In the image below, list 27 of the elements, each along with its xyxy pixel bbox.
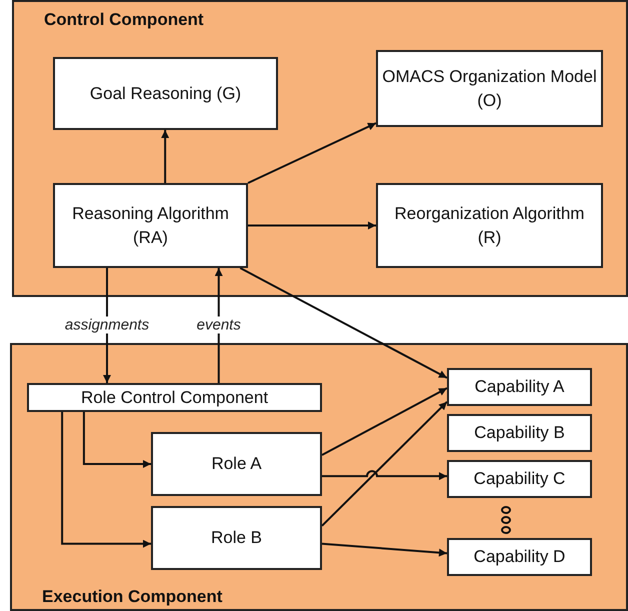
component-panel xyxy=(10,343,628,611)
process-box: Goal Reasoning (G) xyxy=(53,57,278,130)
arrow xyxy=(161,130,170,183)
process-box: Capability A xyxy=(447,368,592,406)
process-box: Reasoning Algorithm (RA) xyxy=(53,183,248,268)
control-bar: Role Control Component xyxy=(27,383,322,412)
process-box: Capability B xyxy=(447,414,592,452)
process-box: Reorganization Algorithm (R) xyxy=(376,183,603,268)
arrow xyxy=(61,412,151,548)
edge-label: events xyxy=(194,316,243,334)
arrow xyxy=(322,387,448,456)
component-panel xyxy=(12,0,628,297)
arrow xyxy=(322,470,447,480)
process-box: Capability C xyxy=(447,460,592,498)
arrow xyxy=(248,222,376,230)
process-box: Capability D xyxy=(447,538,592,576)
process-box: Role A xyxy=(151,432,322,496)
panel-heading: Execution Component xyxy=(42,587,222,607)
process-box: OMACS Organization Model (O) xyxy=(376,50,603,127)
arrow xyxy=(321,401,448,527)
arrow xyxy=(240,267,448,379)
arrow xyxy=(322,542,448,557)
arrow xyxy=(248,122,376,184)
edge-label: assignments xyxy=(62,316,152,334)
process-box: Role B xyxy=(151,506,322,570)
panel-heading: Control Component xyxy=(44,10,204,30)
arrow xyxy=(82,412,151,468)
